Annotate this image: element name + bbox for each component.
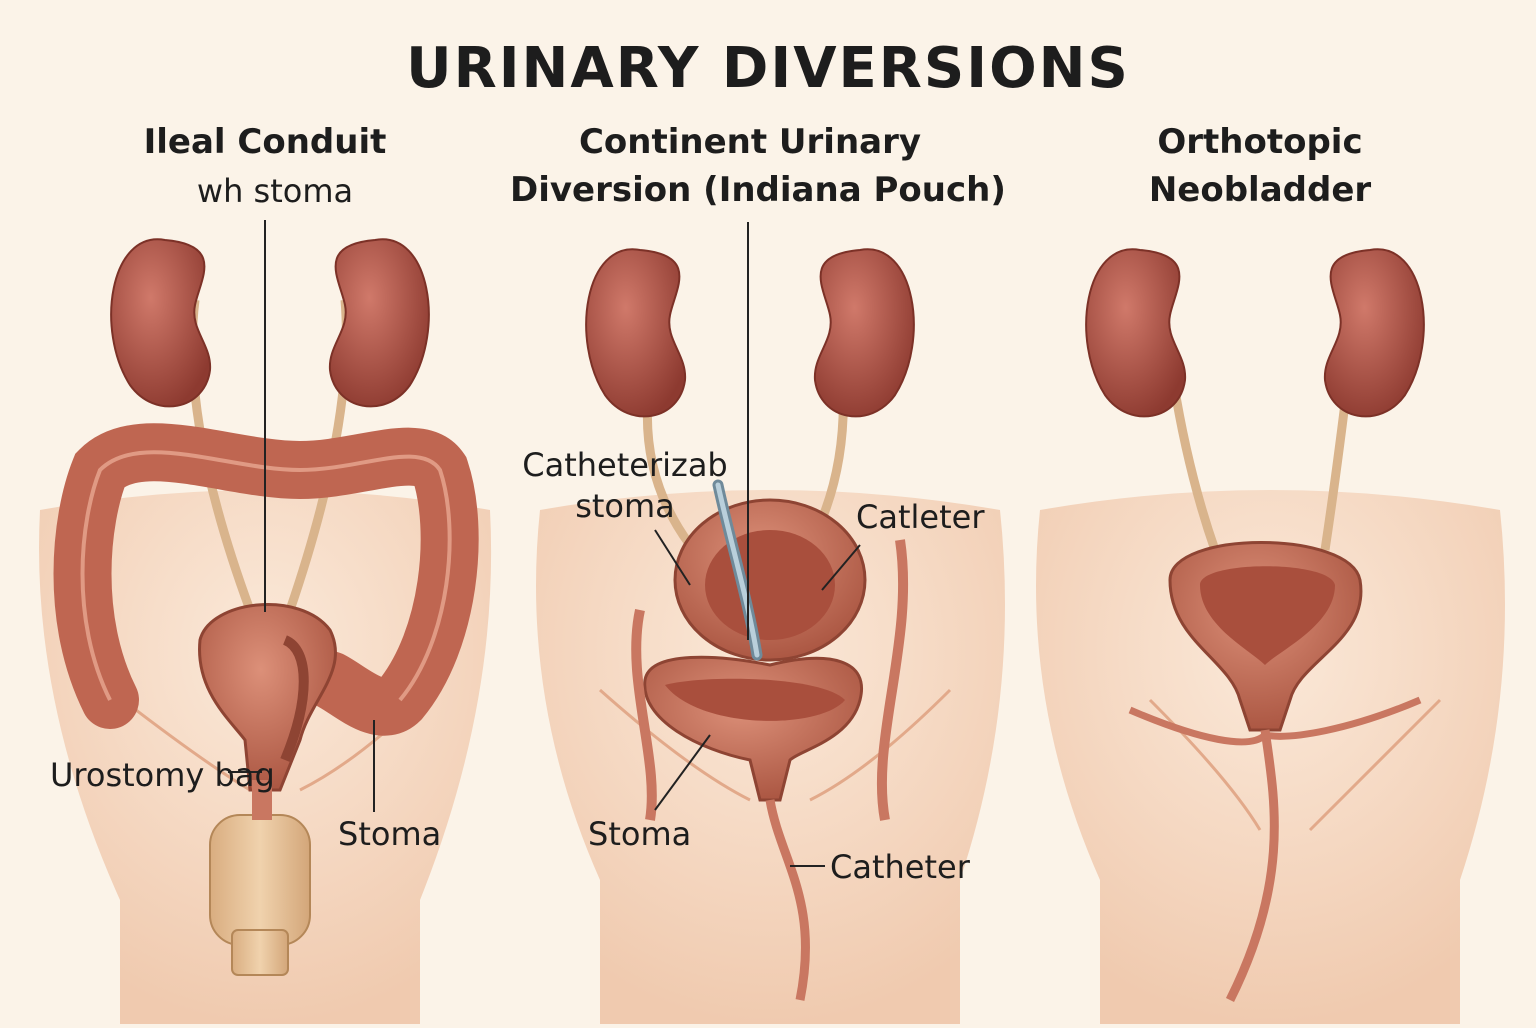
label-catheterizable-line2: stoma [575, 487, 675, 525]
leader-line [654, 734, 711, 811]
kidney-left [585, 248, 687, 418]
colon-band [80, 450, 452, 702]
panel-title-neobladder-line1: Orthotopic [1157, 122, 1363, 162]
kidney-right [328, 238, 430, 408]
pelvic-vessel [1264, 696, 1422, 740]
bag-connector [252, 780, 272, 820]
bowel-segment [876, 539, 909, 821]
urostomy-bag-shape [209, 814, 311, 946]
panel-ileal-conduit [39, 220, 492, 1024]
groin-line [599, 688, 751, 802]
groin-line [1308, 698, 1442, 832]
label-catheter: Catheter [830, 848, 970, 886]
label-catleter: Catleter [856, 498, 985, 536]
pouch-lumen [705, 530, 835, 640]
urethral-catheter [765, 799, 811, 1001]
label-stoma-ileal: Stoma [338, 815, 442, 853]
label-stoma-indiana: Stoma [588, 815, 692, 853]
panel-title-ileal-conduit: Ileal Conduit [143, 122, 387, 162]
label-urostomy-bag: Urostomy bag [50, 756, 275, 794]
pelvic-vessel [1128, 706, 1268, 746]
bowel-segment [631, 608, 657, 821]
neobladder-lumen [1200, 566, 1335, 665]
panel-title-indiana-line1: Continent Urinary [578, 122, 922, 162]
conduit-lumen [280, 635, 309, 762]
groin-line [809, 688, 952, 802]
kidney-right [813, 248, 915, 418]
panel-subtitle-ileal-conduit: wh stoma [196, 172, 354, 210]
urostomy-bag-outlet [231, 929, 289, 976]
urethra [1225, 729, 1279, 1003]
kidney-left [110, 238, 212, 408]
leader-line [654, 529, 691, 586]
leader-line [821, 544, 861, 591]
panel-indiana-pouch [536, 222, 1005, 1024]
label-catheterizable-line1: Catheterizab [522, 446, 728, 484]
panel-title-neobladder-line2: Neobladder [1148, 170, 1372, 210]
page-title: URINARY DIVERSIONS [406, 36, 1130, 101]
groin-line [1148, 698, 1262, 831]
panel-title-indiana-line2: Diversion (Indiana Pouch) [510, 170, 1006, 210]
panel-orthotopic-neobladder [1036, 248, 1505, 1024]
kidney-right [1323, 248, 1425, 418]
reservoir-lumen [665, 678, 845, 721]
kidney-left [1085, 248, 1187, 418]
catheter-tube-highlight [715, 482, 760, 658]
